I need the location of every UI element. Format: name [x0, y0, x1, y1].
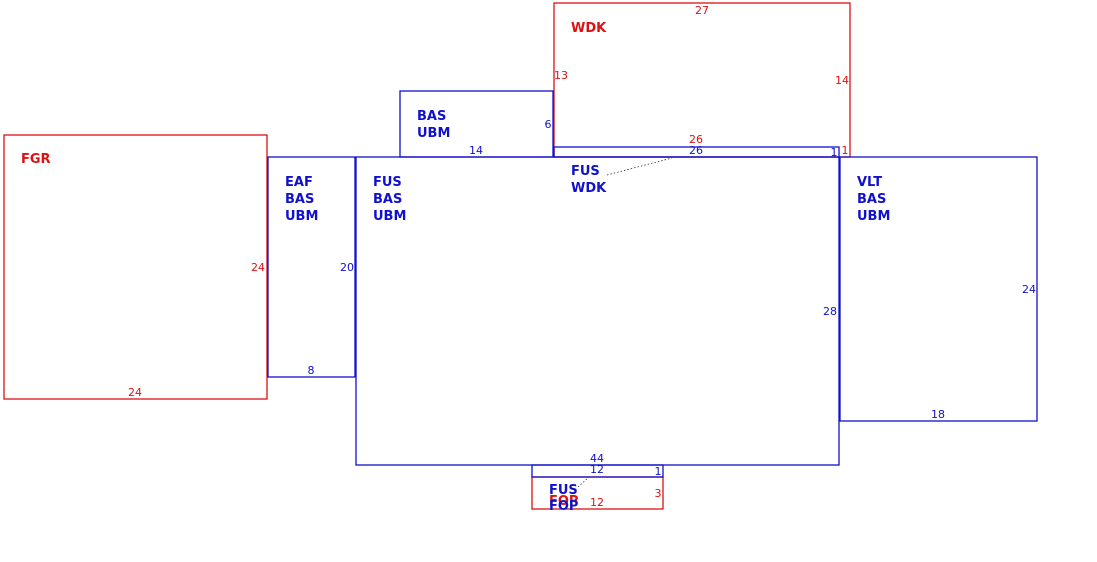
dimension-label: 24: [1022, 283, 1036, 296]
dimension-label: 3: [655, 487, 662, 500]
room-label: FUS: [373, 175, 402, 190]
dimension-label: 6: [545, 118, 552, 131]
room-wdk: WDK 27 13 14 26 1: [553, 2, 851, 158]
dimension-label: 13: [554, 69, 568, 82]
leader-line: [606, 157, 673, 176]
room-label: VLT: [857, 175, 882, 190]
dimension-label: 24: [128, 386, 142, 399]
dimension-label: 28: [823, 305, 837, 318]
dimension-label: 1: [842, 144, 849, 157]
room-outline: [355, 156, 840, 466]
room-outline: [3, 134, 268, 400]
room-vlt: VLT BAS UBM 24 18: [839, 156, 1038, 422]
dimension-label: 18: [931, 408, 945, 421]
room-outline: [553, 146, 840, 158]
room-label: UBM: [857, 209, 890, 224]
dimension-label: 1: [831, 146, 838, 159]
dimension-label: 27: [695, 4, 709, 17]
dimension-label: 1: [655, 465, 662, 478]
room-label: FOP: [549, 499, 578, 514]
dimension-label: 14: [835, 74, 849, 87]
dimension-label: 12: [590, 496, 604, 509]
room-label: BAS: [857, 192, 886, 207]
room-outline: [839, 156, 1038, 422]
room-fus-main: FUS BAS UBM 28 44: [355, 156, 840, 466]
room-label: BAS: [417, 109, 446, 124]
room-label: UBM: [373, 209, 406, 224]
dimension-label: 44: [590, 452, 604, 465]
room-eaf: EAF BAS UBM 20 8: [267, 156, 356, 378]
room-outline: [531, 464, 664, 478]
leader-line: [577, 475, 591, 488]
dimension-label: 26: [689, 144, 703, 157]
room-label: FUS: [571, 164, 600, 179]
room-label: WDK: [571, 21, 607, 36]
room-label: FUS: [549, 483, 578, 498]
room-label: FGR: [21, 152, 51, 167]
room-bas-top: BAS UBM 6 14: [399, 90, 554, 158]
dimension-label: 8: [308, 364, 315, 377]
room-label: UBM: [285, 209, 318, 224]
dimension-label: 24: [251, 261, 265, 274]
room-label: FOP: [549, 494, 578, 509]
room-label: UBM: [417, 126, 450, 141]
room-fgr: FGR 24 24: [3, 134, 268, 400]
dimension-label: 14: [469, 144, 483, 157]
dimension-label: 26: [689, 133, 703, 146]
room-label: WDK: [571, 181, 607, 196]
dimension-label: 12: [590, 463, 604, 476]
dimension-label: 20: [340, 261, 354, 274]
room-label: EAF: [285, 175, 313, 190]
room-label: BAS: [373, 192, 402, 207]
room-outline: [267, 156, 356, 378]
room-label: BAS: [285, 192, 314, 207]
room-fus-wdk: FUS WDK 26 1: [553, 144, 840, 196]
